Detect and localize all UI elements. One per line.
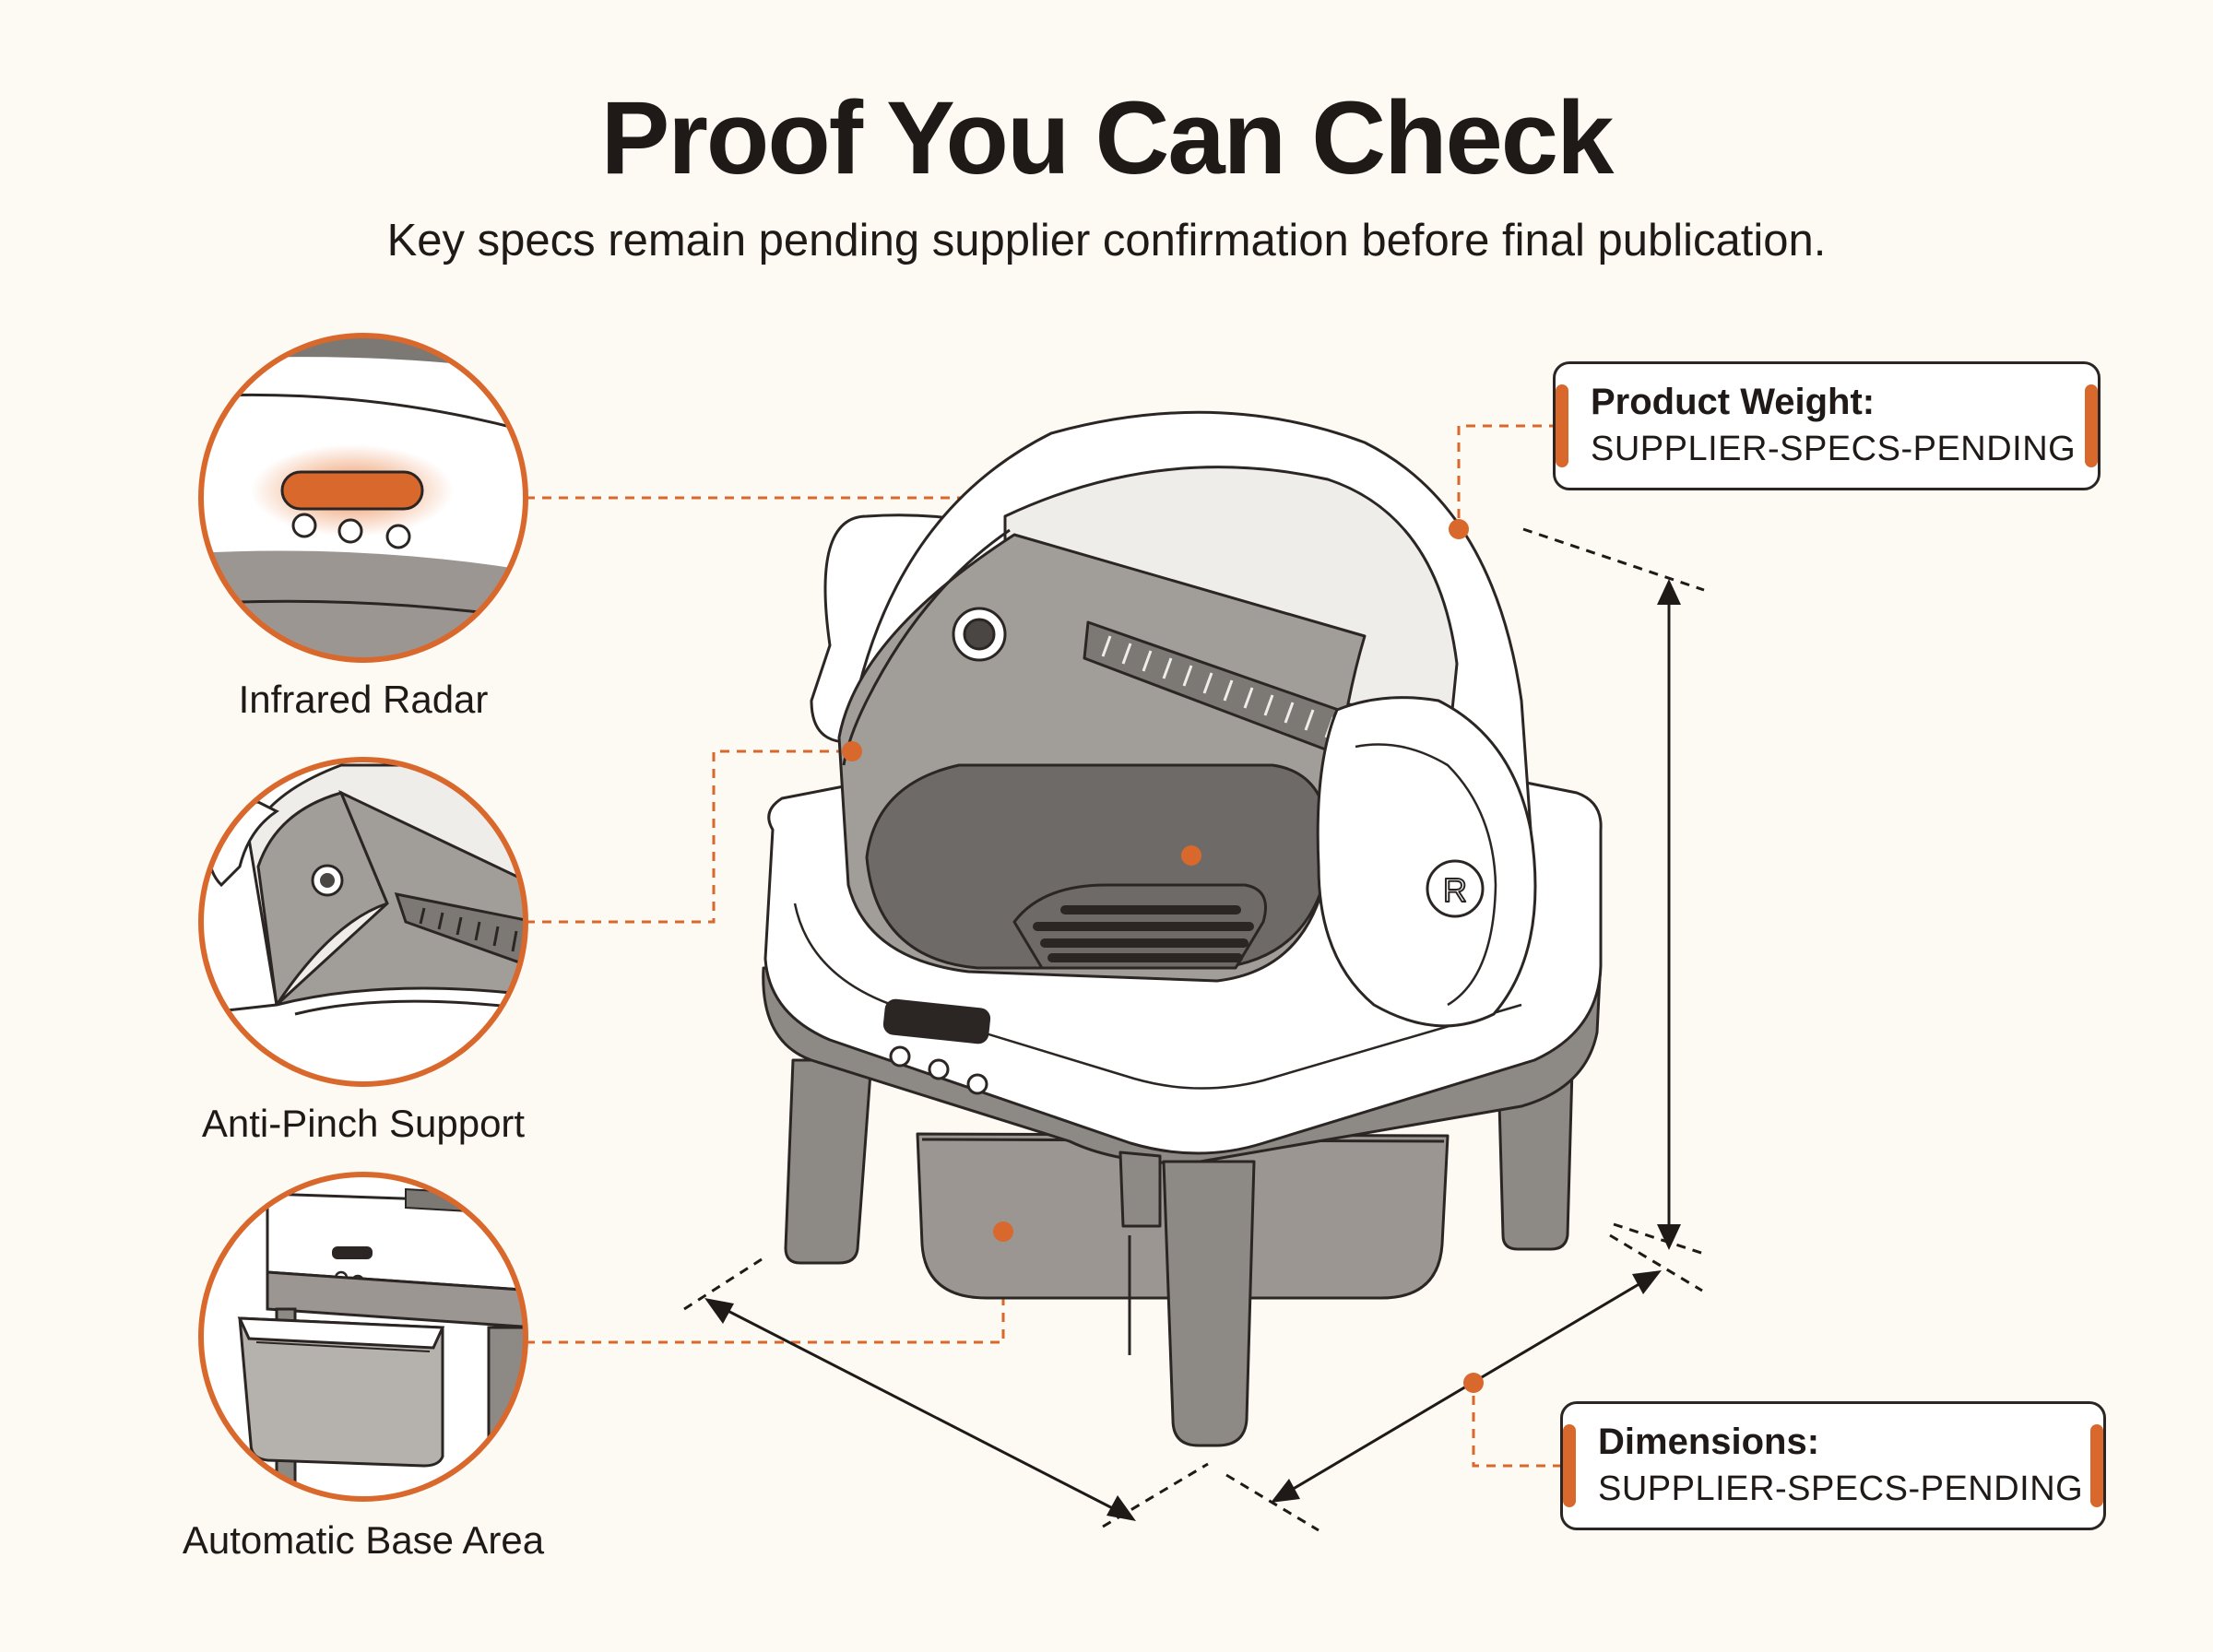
radar-sensor-bar [280,470,424,511]
spec-card-weight: Product Weight: SUPPLIER-SPECS-PENDING [1553,361,2101,490]
feature-label-base-area: Automatic Base Area [182,1518,545,1562]
zoom-circle-anti-pinch [198,757,528,1087]
page-title: Proof You Can Check [600,80,1615,195]
zoom-circle-base-area [198,1172,528,1502]
spec-value-weight: SUPPLIER-SPECS-PENDING [1591,430,2077,468]
leader-dimensions [1472,1383,1562,1468]
dot-base [993,1221,1013,1242]
leg-front-left [1162,1160,1256,1447]
control-button-1 [889,1045,911,1068]
spec-label-weight: Product Weight: [1591,382,1876,422]
control-button-2 [928,1058,950,1080]
dot-infrared [1181,845,1201,866]
control-button-3 [966,1073,988,1095]
leg-back-right [1497,1068,1574,1251]
leader-anti-pinch [526,749,852,924]
leg-front-center [1118,1150,1162,1228]
floor-grate-slots [1033,905,1254,962]
base-drawer-zoom [238,1316,444,1468]
spec-card-dimensions: Dimensions: SUPPLIER-SPECS-PENDING [1560,1401,2106,1530]
display-panel [882,998,991,1044]
callout-dots [842,519,1484,1393]
spec-label-dimensions: Dimensions: [1598,1422,1820,1462]
brand-emblem [1426,859,1485,918]
feature-label-infrared-radar: Infrared Radar [238,678,489,721]
leader-weight [1457,424,1558,529]
dot-weight [1449,519,1469,539]
dot-anti-pinch [842,741,862,761]
zoom-circle-infrared-radar [198,333,528,663]
litter-box-device: R [762,410,1603,1447]
dot-dimensions [1463,1373,1484,1393]
side-handle-right [1316,696,1537,1028]
leg-back-left [784,1058,873,1265]
feature-label-anti-pinch: Anti-Pinch Support [201,1102,526,1145]
accent-bar-right [2090,1424,2103,1507]
brand-emblem-letter: R [1443,871,1467,909]
accent-bar-left [1556,384,1568,467]
accent-bar-right [2085,384,2098,467]
page-subtitle: Key specs remain pending supplier confir… [386,216,1827,266]
spec-value-dimensions: SUPPLIER-SPECS-PENDING [1598,1469,2084,1508]
accent-bar-left [1563,1424,1576,1507]
